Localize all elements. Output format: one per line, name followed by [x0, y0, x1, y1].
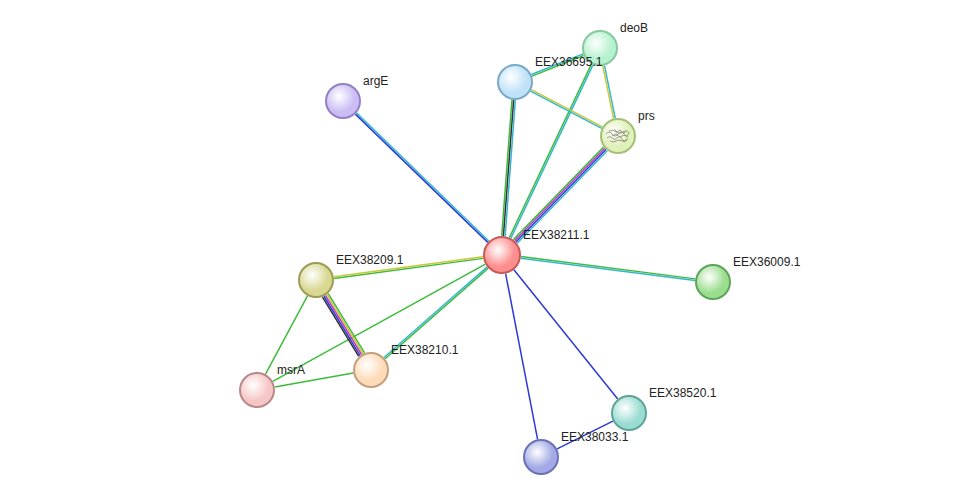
evidence-line	[325, 295, 361, 354]
evidence-line	[328, 294, 364, 353]
protein-label: argE	[363, 74, 388, 88]
interaction-edge	[531, 90, 603, 129]
protein-label: EEX38520.1	[649, 386, 716, 400]
interaction-edge	[506, 274, 538, 440]
evidence-line	[327, 294, 363, 353]
interaction-edge	[266, 296, 308, 374]
interaction-edge	[355, 113, 489, 242]
interaction-edge	[322, 294, 364, 357]
evidence-line	[514, 270, 618, 399]
protein-label: EEX36695.1	[535, 55, 602, 69]
interaction-edge	[384, 267, 488, 359]
protein-node: EEX36695.1	[497, 64, 533, 100]
evidence-line	[513, 147, 603, 240]
evidence-line	[531, 91, 602, 128]
protein-label: prs	[638, 109, 655, 123]
evidence-line	[324, 296, 360, 355]
protein-label: msrA	[277, 363, 305, 377]
protein-node: argE	[325, 83, 361, 119]
interaction-edge	[514, 270, 618, 399]
evidence-line	[355, 114, 487, 242]
protein-label: EEX36009.1	[733, 255, 800, 269]
protein-node: EEX36009.1	[695, 264, 731, 300]
evidence-line	[357, 113, 489, 241]
protein-label: deoB	[620, 21, 648, 35]
protein-label: EEX38209.1	[336, 253, 403, 267]
protein-node: EEX38209.1	[298, 262, 334, 298]
evidence-line	[516, 149, 606, 242]
interaction-edge	[521, 257, 696, 281]
evidence-line	[521, 258, 695, 280]
protein-node: EEX38210.1	[353, 352, 389, 388]
evidence-line	[604, 65, 615, 118]
protein-label: EEX38210.1	[391, 343, 458, 357]
protein-node: EEX38520.1	[611, 395, 647, 431]
protein-label: EEX38033.1	[561, 430, 628, 444]
evidence-line	[506, 274, 538, 440]
protein-node: EEX38033.1	[523, 439, 559, 475]
evidence-line	[385, 268, 488, 359]
evidence-line	[515, 148, 605, 241]
evidence-line	[505, 100, 515, 236]
evidence-line	[322, 297, 358, 356]
protein-label: EEX38211.1	[523, 228, 590, 242]
evidence-line	[503, 100, 513, 236]
evidence-line	[521, 257, 695, 279]
evidence-line	[517, 151, 607, 244]
protein-node: EEX38211.1	[483, 236, 521, 274]
interaction-edge	[502, 100, 516, 236]
protein-node: prs	[600, 118, 636, 154]
evidence-line	[603, 66, 614, 119]
interaction-edge	[603, 65, 615, 118]
evidence-line	[266, 296, 308, 374]
protein-node: msrA	[239, 372, 275, 408]
interaction-edge	[513, 147, 607, 243]
evidence-line	[531, 90, 602, 127]
